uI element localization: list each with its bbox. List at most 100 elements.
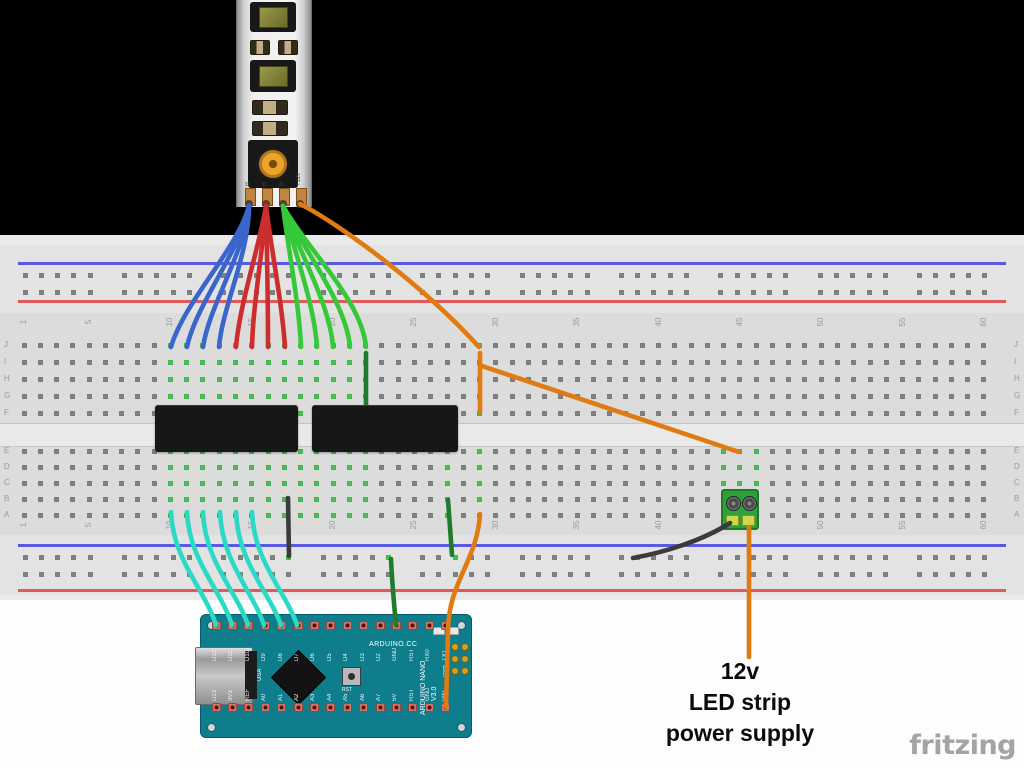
breadboard-hole: [493, 496, 499, 502]
breadboard-hole: [866, 571, 872, 577]
breadboard-hole: [37, 393, 43, 399]
breadboard-hole: [882, 272, 888, 278]
breadboard-hole: [900, 464, 906, 470]
breadboard-hole: [558, 496, 564, 502]
breadboard-hole: [574, 448, 580, 454]
breadboard-hole-connected: [330, 464, 336, 470]
breadboard-hole: [151, 512, 157, 518]
row-letter: I: [4, 357, 7, 366]
column-number: 5: [84, 522, 94, 528]
breadboard-hole-connected: [298, 410, 304, 416]
breadboard-hole: [119, 512, 125, 518]
breadboard-hole: [623, 410, 629, 416]
breadboard-hole: [933, 272, 939, 278]
breadboard-hole: [786, 496, 792, 502]
row-letter: H: [4, 374, 10, 383]
breadboard-hole: [607, 512, 613, 518]
row-letter: D: [1014, 462, 1020, 471]
breadboard-hole: [584, 289, 590, 295]
nano-pin-label: A6: [359, 693, 366, 701]
breadboard-hole: [237, 289, 243, 295]
column-number: 1: [19, 522, 28, 528]
breadboard-hole: [786, 393, 792, 399]
breadboard-hole: [981, 393, 987, 399]
breadboard-hole-connected: [233, 376, 238, 382]
breadboard-hole: [656, 464, 662, 470]
breadboard-hole: [965, 480, 971, 486]
breadboard-hole: [186, 272, 192, 278]
breadboard-hole: [965, 272, 971, 278]
breadboard-hole: [86, 496, 92, 502]
nano-pin-label: A3: [310, 693, 317, 701]
breadboard-hole: [867, 512, 873, 518]
breadboard-hole: [509, 464, 515, 470]
breadboard-hole: [411, 464, 417, 470]
breadboard-hole: [151, 359, 157, 365]
breadboard-hole: [835, 512, 840, 518]
breadboard-hole: [833, 571, 839, 577]
breadboard-hole-connected: [233, 496, 238, 502]
row-letter: C: [1014, 478, 1020, 487]
breadboard-hole: [70, 393, 76, 399]
breadboard-hole: [667, 571, 673, 577]
rail-line-red-bottom: [18, 589, 1006, 592]
breadboard-hole-connected: [233, 342, 238, 348]
breadboard-hole: [851, 410, 857, 416]
breadboard-hole: [428, 512, 434, 518]
breadboard-hole: [688, 342, 694, 348]
brand-label: ARDUINO.CC: [369, 641, 418, 648]
breadboard-hole: [948, 342, 954, 348]
breadboard-hole: [767, 272, 773, 278]
breadboard-hole: [802, 410, 808, 416]
breadboard-hole-connected: [330, 496, 336, 502]
breadboard-hole: [22, 554, 28, 560]
breadboard-hole: [121, 571, 127, 577]
breadboard-hole: [395, 393, 401, 399]
breadboard-hole-connected: [184, 480, 190, 486]
led-strip-pad-R: [262, 188, 273, 206]
breadboard-hole: [411, 496, 417, 502]
breadboard-hole-connected: [477, 512, 483, 518]
breadboard-hole: [151, 376, 157, 382]
breadboard-hole: [385, 289, 391, 295]
breadboard-hole: [948, 393, 954, 399]
breadboard-hole: [882, 289, 888, 295]
breadboard-hole-connected: [346, 480, 352, 486]
breadboard-hole: [818, 410, 824, 416]
breadboard-hole-connected: [249, 359, 255, 365]
breadboard-hole-connected: [233, 480, 238, 486]
breadboard-hole: [22, 571, 28, 577]
bb-top-edge: [0, 235, 1024, 245]
column-number: 20: [328, 317, 338, 327]
breadboard-hole: [525, 393, 531, 399]
breadboard-hole: [835, 342, 840, 348]
breadboard-hole: [535, 554, 541, 560]
breadboard-hole: [948, 410, 954, 416]
breadboard-hole-connected: [167, 342, 173, 348]
breadboard-hole: [135, 410, 141, 416]
breadboard-hole: [54, 376, 60, 382]
breadboard-hole: [932, 496, 938, 502]
breadboard-hole-connected: [298, 359, 304, 365]
breadboard-hole: [867, 393, 873, 399]
breadboard-hole: [688, 464, 694, 470]
screw-terminal-block: [721, 489, 759, 530]
breadboard-hole: [688, 376, 694, 382]
breadboard-hole: [428, 393, 434, 399]
usb-shield: [245, 651, 257, 699]
breadboard-hole: [485, 554, 491, 560]
breadboard-hole: [509, 512, 515, 518]
breadboard-hole: [867, 410, 873, 416]
breadboard-hole: [509, 480, 515, 486]
breadboard-hole: [558, 359, 564, 365]
breadboard-hole: [336, 272, 342, 278]
breadboard-hole-connected: [444, 480, 450, 486]
breadboard-hole: [737, 393, 743, 399]
breadboard-hole: [704, 342, 710, 348]
breadboard-hole: [618, 571, 624, 577]
breadboard-hole-connected: [265, 512, 271, 518]
breadboard-hole: [623, 359, 629, 365]
power-supply-caption: 12v LED strip power supply: [612, 656, 868, 749]
breadboard-hole: [535, 289, 541, 295]
